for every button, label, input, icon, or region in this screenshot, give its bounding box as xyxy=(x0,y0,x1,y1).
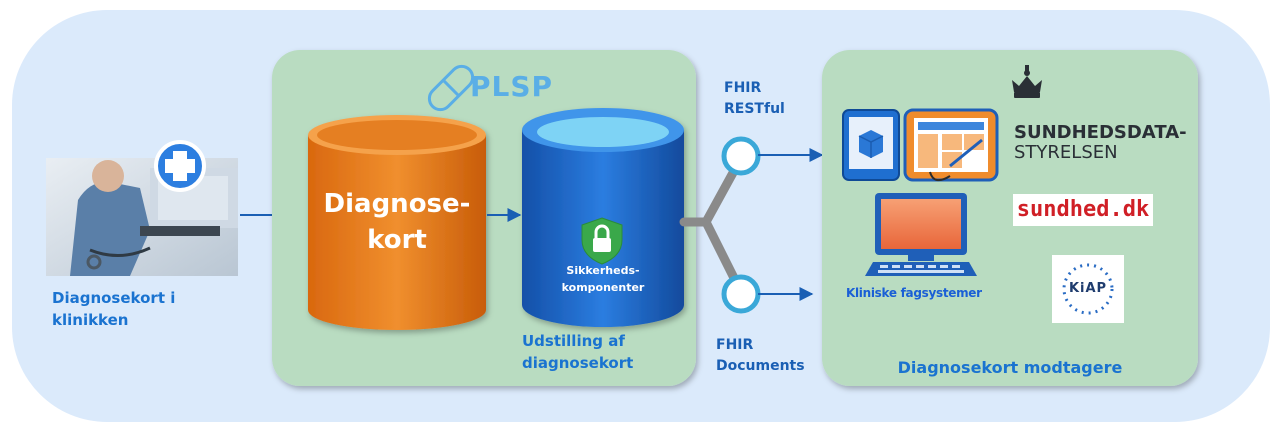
security-shield-icon xyxy=(581,217,623,265)
exposure-label: Udstilling af diagnosekort xyxy=(522,330,633,374)
crown-icon xyxy=(1012,65,1042,98)
kiap-logo xyxy=(1052,255,1124,323)
security-label-line2: komponenter xyxy=(561,281,645,294)
fhir-documents-label: FHIR Documents xyxy=(716,335,805,377)
clinic-photo xyxy=(46,158,238,276)
restful-endpoint-icon xyxy=(721,136,761,176)
database-label-line2: kort xyxy=(367,225,427,255)
clinic-label-line1: Diagnosekort i xyxy=(52,289,176,307)
exposure-cylinder xyxy=(522,108,684,327)
fhir-restful-line2: RESTful xyxy=(724,101,785,117)
medical-plus-icon xyxy=(154,140,206,192)
clinic-label-line2: klinikken xyxy=(52,311,129,329)
security-label-line1: Sikkerheds- xyxy=(566,264,640,277)
fhir-documents-line1: FHIR xyxy=(716,337,754,353)
receivers-title: Diagnosekort modtagere xyxy=(897,358,1123,377)
fhir-documents-line2: Documents xyxy=(716,358,805,374)
clinical-systems-label: Kliniske fagsystemer xyxy=(846,286,982,300)
sds-line2: STYRELSEN xyxy=(1014,142,1118,163)
sds-line1: SUNDHEDSDATA- xyxy=(1014,122,1187,143)
clinic-label: Diagnosekort i klinikken xyxy=(52,287,175,331)
pill-logo-icon xyxy=(427,64,475,112)
documents-endpoint-icon xyxy=(721,274,761,314)
tablet-pen-icon xyxy=(903,108,999,182)
kiap-logo-text: KiAP xyxy=(1068,281,1108,296)
exposure-label-line1: Udstilling af xyxy=(522,332,625,350)
exposure-label-line2: diagnosekort xyxy=(522,354,634,372)
database-label: Diagnose- kort xyxy=(308,186,486,258)
sundhed-logo-text: sundhed.dk xyxy=(1016,197,1150,222)
tablet-icon xyxy=(842,109,900,181)
fhir-restful-line1: FHIR xyxy=(724,80,762,96)
fhir-restful-label: FHIR RESTful xyxy=(724,78,785,120)
diagnosekort-database xyxy=(308,115,486,330)
plsp-logo-text: PLSP xyxy=(470,70,554,103)
sundhed-logo-box xyxy=(1013,194,1153,226)
sds-logo-text: SUNDHEDSDATA- STYRELSEN xyxy=(1014,123,1187,163)
computer-icon xyxy=(865,193,977,276)
database-label-line1: Diagnose- xyxy=(323,189,471,219)
security-label: Sikkerheds- komponenter xyxy=(522,262,684,296)
